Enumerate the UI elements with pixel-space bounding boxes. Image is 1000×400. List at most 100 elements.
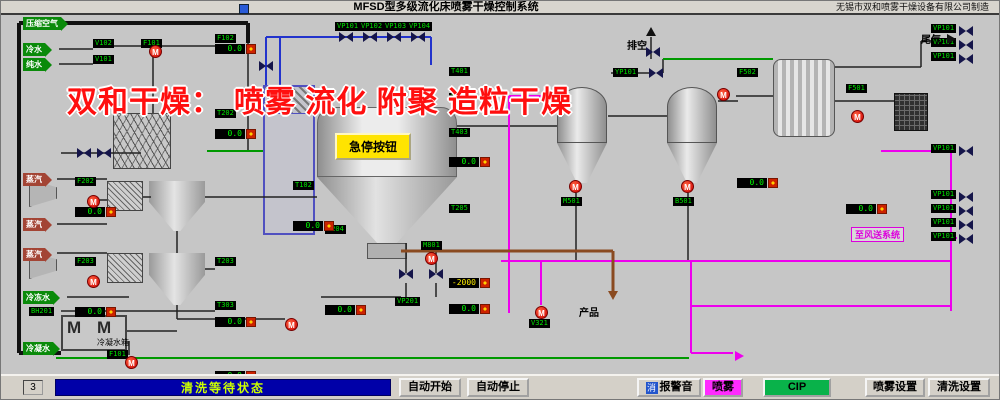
- instrument-tag: VP101: [931, 38, 957, 47]
- instrument-tag: T402: [449, 93, 470, 102]
- valve-icon[interactable]: [259, 61, 273, 71]
- input-pure-water: 纯水: [23, 58, 52, 72]
- air-heater: [113, 113, 171, 169]
- conveying-label: 至风送系统: [851, 227, 905, 242]
- instrument-tag: VP102: [359, 22, 385, 31]
- input-steam-1: 蒸汽: [23, 173, 52, 187]
- motor-icon[interactable]: M: [569, 180, 582, 193]
- input-steam-3: 蒸汽: [23, 248, 52, 262]
- instrument-tag: T203: [215, 257, 236, 266]
- value-display: 0.0: [449, 304, 490, 314]
- app-icon: [239, 4, 249, 14]
- valve-icon[interactable]: [959, 40, 973, 50]
- page-counter[interactable]: 3: [23, 380, 43, 395]
- instrument-tag: VP104: [407, 22, 433, 31]
- valve-icon[interactable]: [363, 32, 377, 42]
- valve-icon[interactable]: [959, 26, 973, 36]
- emergency-stop-button[interactable]: 急停按钮: [335, 133, 412, 160]
- valve-icon[interactable]: [646, 47, 660, 57]
- valve-icon[interactable]: [77, 148, 91, 158]
- clean-settings-button[interactable]: 清洗设置: [928, 378, 990, 397]
- status-message: 清洗等待状态: [55, 379, 391, 396]
- instrument-tag: F202: [75, 177, 96, 186]
- instrument-tag: VP101: [931, 24, 957, 33]
- motor-icon[interactable]: M: [717, 88, 730, 101]
- instrument-tag: VP101: [931, 232, 957, 241]
- input-condensate: 冷凝水: [23, 342, 60, 356]
- valve-icon[interactable]: [399, 269, 413, 279]
- mute-alarm-label: 报警音: [659, 381, 693, 393]
- instrument-tag: BH201: [29, 307, 55, 316]
- motor-icon[interactable]: M: [681, 180, 694, 193]
- flow-arrow-icon: [735, 351, 744, 361]
- valve-icon[interactable]: [959, 54, 973, 64]
- instrument-tag: VP101: [931, 144, 957, 153]
- condenser: [773, 59, 835, 137]
- valve-icon[interactable]: [429, 269, 443, 279]
- value-display: 0.0: [449, 157, 490, 167]
- instrument-tag: VP101: [931, 218, 957, 227]
- valve-icon[interactable]: [959, 234, 973, 244]
- flow-arrow-icon: [646, 27, 656, 36]
- instrument-tag: F203: [75, 257, 96, 266]
- spray-settings-button[interactable]: 喷雾设置: [865, 378, 925, 397]
- motor-icon[interactable]: M: [285, 318, 298, 331]
- title-bar: MFSD型多级流化床喷雾干燥控制系统 无锡市双和喷雾干燥设备有限公司制造: [1, 1, 999, 15]
- motor-icon[interactable]: M: [125, 356, 138, 369]
- value-display: 0.0: [215, 44, 256, 54]
- mute-alarm-button[interactable]: 消 报警音: [637, 378, 701, 397]
- motor-icon[interactable]: M: [851, 110, 864, 123]
- valve-icon[interactable]: [339, 32, 353, 42]
- bag-filter-vessel: [263, 85, 315, 235]
- input-chilled-water: 冷冻水: [23, 291, 60, 305]
- instrument-tag: V101: [93, 55, 114, 64]
- manufacturer-label: 无锡市双和喷雾干燥设备有限公司制造: [835, 2, 989, 12]
- tail-gas-label: 尾气: [921, 35, 941, 46]
- valve-icon[interactable]: [97, 148, 111, 158]
- motor-icon[interactable]: M: [87, 195, 100, 208]
- chamber-pressure-display: -2000: [449, 278, 490, 288]
- value-display: 0.0: [325, 305, 366, 315]
- vent-label: 排空: [627, 41, 647, 52]
- cyclone-hopper-2: [667, 87, 717, 143]
- instrument-tag: T202: [215, 109, 236, 118]
- auto-start-button[interactable]: 自动开始: [399, 378, 461, 397]
- valve-icon[interactable]: [959, 146, 973, 156]
- input-compressed-air: 压缩空气: [23, 17, 68, 31]
- value-display: 0.0: [215, 129, 256, 139]
- valve-icon[interactable]: [959, 206, 973, 216]
- motor-icon[interactable]: M: [87, 275, 100, 288]
- valve-icon[interactable]: [387, 32, 401, 42]
- instrument-tag: V102: [93, 39, 114, 48]
- instrument-tag: F101: [141, 39, 162, 48]
- spray-button[interactable]: 喷雾: [703, 378, 743, 397]
- instrument-tag: T204: [325, 225, 346, 234]
- product-label: 产品: [579, 308, 599, 319]
- flow-arrow-icon: [947, 34, 956, 44]
- cip-button[interactable]: CIP: [763, 378, 831, 397]
- instrument-tag: M501: [561, 197, 582, 206]
- motor-icon[interactable]: M: [425, 252, 438, 265]
- instrument-tag: F501: [846, 84, 867, 93]
- input-steam-2: 蒸汽: [23, 218, 52, 232]
- valve-icon[interactable]: [959, 192, 973, 202]
- value-display: 0.0: [215, 317, 256, 327]
- valve-icon[interactable]: [649, 68, 663, 78]
- valve-icon[interactable]: [959, 220, 973, 230]
- value-display: 0.0: [737, 178, 778, 188]
- auto-stop-button[interactable]: 自动停止: [467, 378, 529, 397]
- value-display: 0.0: [293, 221, 334, 231]
- motor-icon[interactable]: M: [535, 306, 548, 319]
- motor-icon[interactable]: M: [149, 45, 162, 58]
- instrument-tag: T102: [293, 181, 314, 190]
- instrument-tag: T401: [449, 67, 470, 76]
- cyclone-hopper-1: [557, 87, 607, 143]
- value-display: 0.0: [75, 307, 116, 317]
- valve-icon[interactable]: [411, 32, 425, 42]
- instrument-tag: YP101: [613, 68, 639, 77]
- mute-alarm-icon: 消: [645, 381, 658, 394]
- pipes-black: [57, 37, 945, 355]
